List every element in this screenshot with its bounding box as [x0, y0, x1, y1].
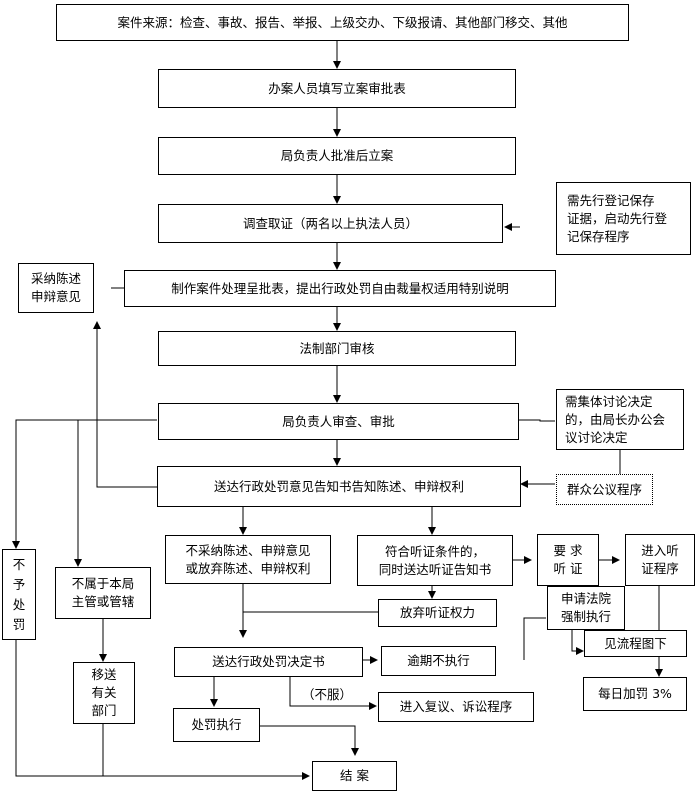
request-hearing-box: 要 求 听 证 [537, 534, 599, 586]
daily-fine-box: 每日加罚 3% [583, 677, 687, 711]
hearing-eligible-box: 符合听证条件的， 同时送达听证告知书 [357, 535, 513, 586]
transfer-box: 移送 有关 部门 [73, 662, 135, 724]
mass-procedure-box: 群众公议程序 [556, 474, 653, 505]
line-overdue-to-court [523, 617, 546, 660]
notice-box: 送达行政处罚意见告知书告知陈述、申辩权利 [157, 466, 521, 507]
investigate-box: 调查取证（两名以上执法人员） [158, 204, 503, 243]
adopt-statement-box: 采纳陈述 申辩意见 [18, 263, 94, 313]
see-flow-box: 见流程图下 [584, 630, 687, 657]
waive-hearing-box: 放弃听证权力 [378, 599, 497, 627]
no-penalty-box: 不 予 处 罚 [2, 549, 36, 640]
disagree-label: （不服） [302, 687, 353, 702]
not-adopted-box: 不采纳陈述、申辩意见 或放弃陈述、申辩权利 [165, 535, 331, 584]
arrow-court-to-see-flow [571, 630, 584, 655]
collective-decision-box: 需集体讨论决定 的，由局长办公会 议讨论决定 [556, 389, 684, 450]
legal-review-box: 法制部门审核 [158, 331, 516, 366]
not-jurisdiction-box: 不属于本局 主管或管辖 [55, 567, 151, 619]
line-collective-to-leader [519, 419, 555, 422]
arrow-notice-loop-back [93, 321, 157, 488]
pre-register-box: 需先行登记保存 证据，启动先行登 记保存程序 [556, 182, 691, 255]
arrow-leader-to-no-penalty [12, 419, 157, 549]
fill-approval-form-box: 办案人员填写立案审批表 [158, 69, 516, 108]
court-enforce-box: 申请法院 强制执行 [547, 586, 625, 630]
arrow-execute-to-close [260, 725, 359, 756]
case-source-box: 案件来源：检查、事故、报告、举报、上级交办、下级报请、其他部门移交、其他 [56, 4, 629, 41]
enter-hearing-box: 进入听 证程序 [625, 534, 695, 586]
close-case-box: 结 案 [312, 761, 397, 791]
execute-box: 处罚执行 [173, 708, 260, 742]
arrow-decision-to-appeal [289, 677, 377, 710]
arrow-no-penalty-to-close [15, 640, 310, 780]
appeal-box: 进入复议、诉讼程序 [378, 692, 534, 722]
prepare-case-form-box: 制作案件处理呈批表，提出行政处罚自由裁量权适用特别说明 [124, 270, 556, 307]
decision-box: 送达行政处罚决定书 [174, 647, 363, 677]
leader-review-box: 局负责人审查、审批 [158, 403, 519, 440]
approve-filing-box: 局负责人批准后立案 [158, 137, 516, 175]
overdue-box: 逾期不执行 [381, 646, 496, 676]
